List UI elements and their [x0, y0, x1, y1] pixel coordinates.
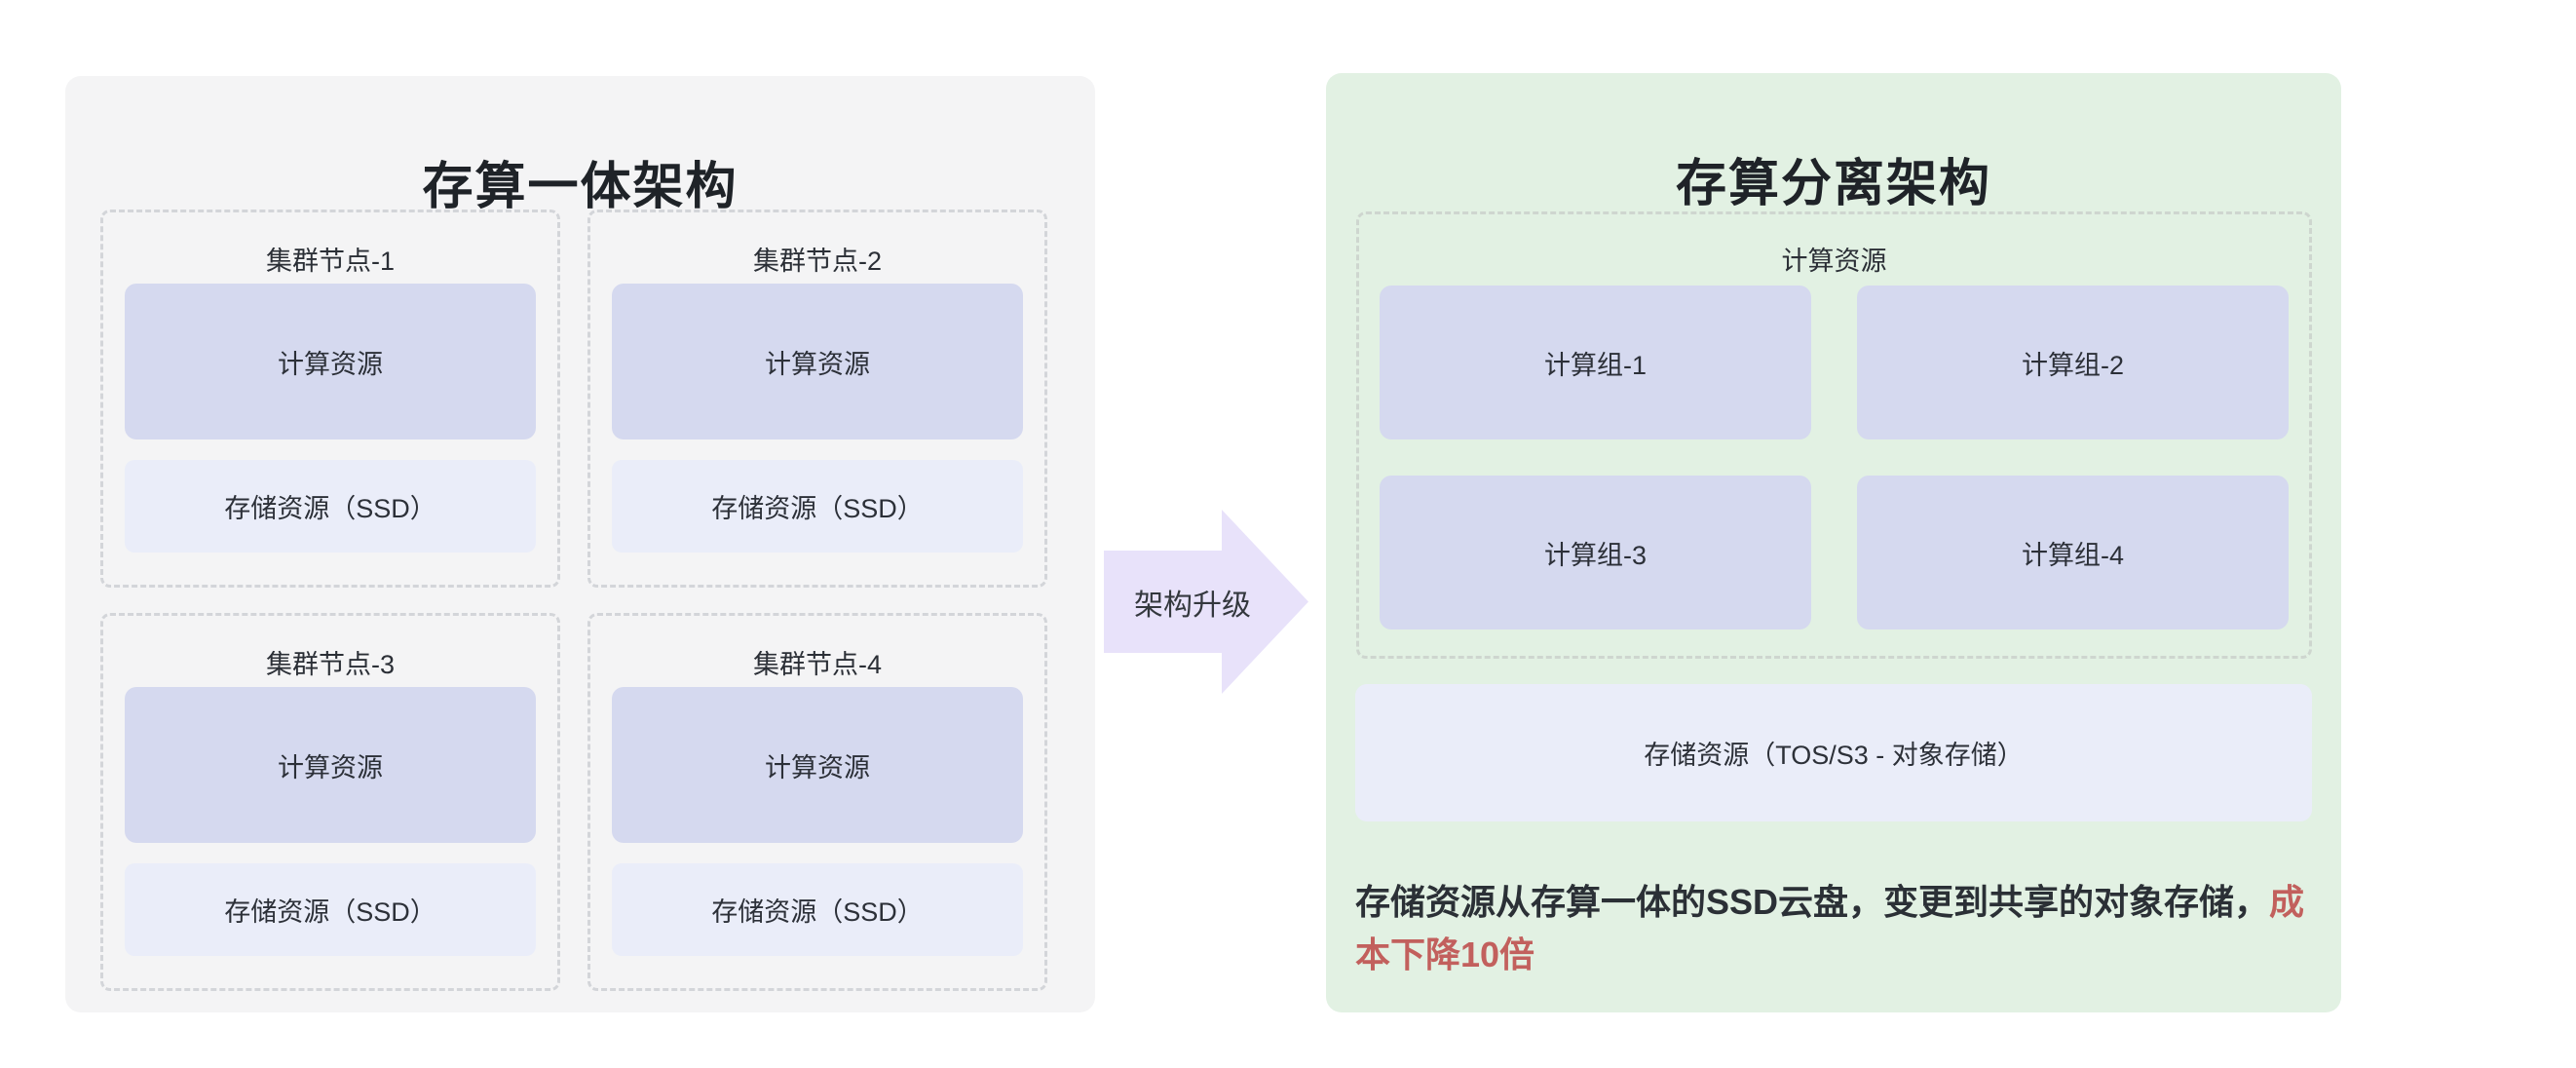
right-panel-title: 存算分离架构 — [1675, 156, 1991, 213]
compute-group-4: 计算组-4 — [1857, 476, 2289, 629]
cluster-node-3-label: 集群节点-3 — [265, 650, 395, 679]
cost-note-highlight: 成本下降10倍 — [1355, 882, 2305, 974]
compute-group-3: 计算组-3 — [1380, 476, 1811, 629]
arrow-right-icon — [1104, 510, 1308, 694]
cluster-node-1-storage-box: 存储资源（SSD） — [125, 460, 536, 553]
cluster-node-2: 集群节点-2 计算资源 存储资源（SSD） — [587, 210, 1047, 588]
left-panel-title: 存算一体架构 — [422, 159, 739, 216]
compute-resource-container-label: 计算资源 — [1781, 247, 1887, 276]
cluster-node-4-compute-box: 计算资源 — [612, 687, 1023, 843]
compute-group-1: 计算组-1 — [1380, 286, 1811, 439]
cluster-node-4: 集群节点-4 计算资源 存储资源（SSD） — [587, 613, 1047, 991]
compute-group-2: 计算组-2 — [1857, 286, 2289, 439]
cost-note: 存储资源从存算一体的SSD云盘，变更到共享的对象存储，成本下降10倍 — [1355, 876, 2318, 981]
upgrade-arrow: 架构升级 — [1104, 510, 1308, 694]
cluster-node-2-label: 集群节点-2 — [752, 247, 882, 276]
cluster-node-1-label: 集群节点-1 — [265, 247, 395, 276]
shared-object-storage-box: 存储资源（TOS/S3 - 对象存储） — [1355, 684, 2312, 821]
integrated-architecture-panel: 存算一体架构 集群节点-1 计算资源 存储资源（SSD） 集群节点-2 计算资源… — [65, 76, 1095, 1012]
cluster-node-4-storage-box: 存储资源（SSD） — [612, 863, 1023, 956]
cluster-node-1: 集群节点-1 计算资源 存储资源（SSD） — [100, 210, 560, 588]
cluster-node-2-compute-box: 计算资源 — [612, 284, 1023, 439]
cluster-node-3-storage-box: 存储资源（SSD） — [125, 863, 536, 956]
cost-note-text: 存储资源从存算一体的SSD云盘，变更到共享的对象存储， — [1355, 882, 2270, 922]
cluster-node-2-storage-box: 存储资源（SSD） — [612, 460, 1023, 553]
separated-architecture-panel: 存算分离架构 计算资源 计算组-1 计算组-2 计算组-3 计算组-4 存储资源… — [1326, 73, 2341, 1012]
cluster-node-4-label: 集群节点-4 — [752, 650, 882, 679]
compute-resource-container: 计算资源 计算组-1 计算组-2 计算组-3 计算组-4 — [1356, 211, 2312, 659]
cluster-node-3-compute-box: 计算资源 — [125, 687, 536, 843]
cluster-node-3: 集群节点-3 计算资源 存储资源（SSD） — [100, 613, 560, 991]
upgrade-arrow-label: 架构升级 — [1134, 589, 1251, 622]
cluster-node-1-compute-box: 计算资源 — [125, 284, 536, 439]
